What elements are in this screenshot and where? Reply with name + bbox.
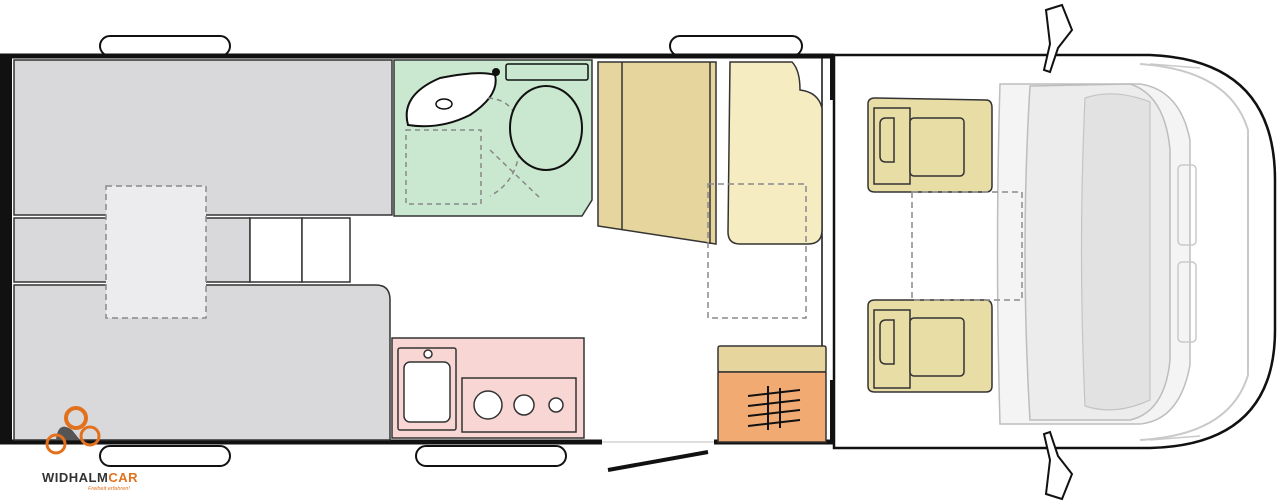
window-rear-bottom (99, 445, 231, 467)
bed-left (13, 59, 393, 216)
window-mid-top (669, 35, 803, 57)
bed-right (13, 284, 391, 441)
bed-extension-dashed (105, 185, 207, 319)
washbasin-icon (405, 68, 500, 128)
cab-seat-driver (867, 97, 993, 193)
mirror-bottom (1042, 430, 1074, 501)
brand-prefix: WIDHALM (42, 470, 109, 485)
hob-icon (461, 377, 577, 433)
mirror-top (1042, 3, 1074, 74)
table-dashed (707, 183, 807, 319)
window-rear-top (99, 35, 231, 57)
sink-icon (397, 347, 457, 431)
window-kitchen-bottom (415, 445, 567, 467)
bathroom (393, 59, 593, 217)
entrance-door (607, 450, 709, 472)
heater-cabinet (717, 345, 827, 443)
brand-suffix: CAR (108, 470, 138, 485)
bed-ladder-2 (301, 217, 351, 283)
rear-beds (13, 59, 393, 441)
wardrobe (597, 61, 717, 245)
brand-logo: WIDHALMCAR (42, 470, 138, 485)
cab-seat-passenger (867, 299, 993, 393)
shower-icon (405, 97, 541, 205)
kitchen (391, 337, 585, 439)
brand-tagline: Freiheit erfahren! (88, 486, 130, 492)
dinette-bench (707, 61, 823, 319)
heater-icon (747, 386, 801, 430)
toilet-icon (505, 63, 589, 171)
bed-ladder-1 (249, 217, 303, 283)
cab-body (832, 3, 1277, 501)
logo-icon (45, 406, 101, 455)
